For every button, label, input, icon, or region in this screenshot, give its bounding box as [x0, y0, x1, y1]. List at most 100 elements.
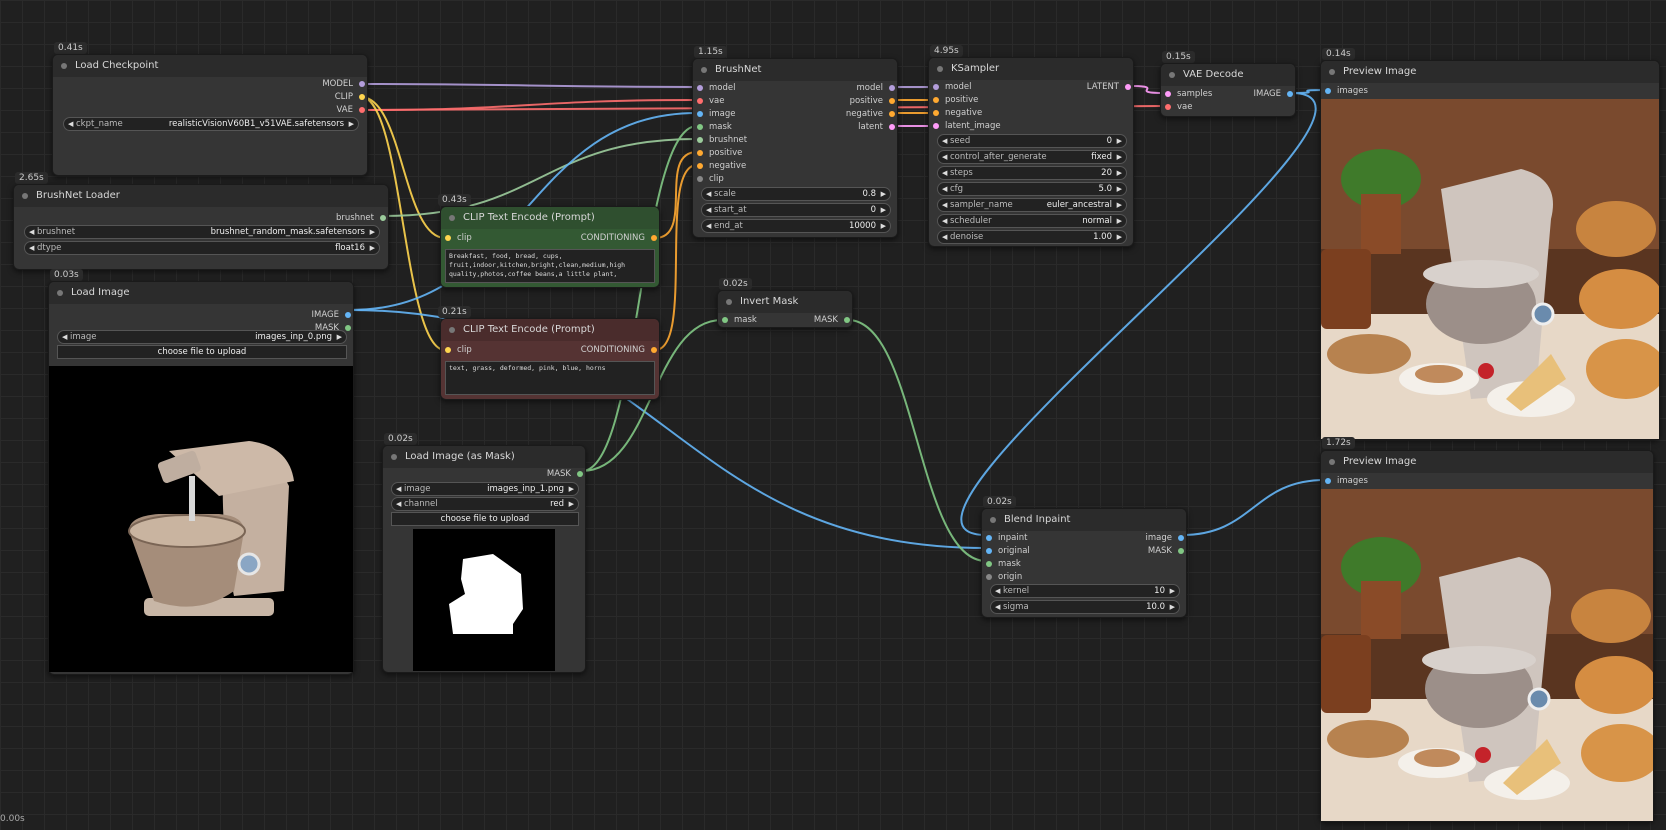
arrow-right-icon[interactable]: ▶: [369, 244, 375, 252]
collapse-dot-icon[interactable]: [449, 327, 455, 333]
arrow-left-icon[interactable]: ◀: [942, 169, 948, 177]
arrow-left-icon[interactable]: ◀: [29, 244, 35, 252]
node-header[interactable]: CLIP Text Encode (Prompt): [441, 207, 659, 229]
link-invertmask-blend[interactable]: [847, 319, 987, 562]
output-mask[interactable]: MASK: [1148, 545, 1184, 557]
output-model[interactable]: MODEL: [322, 78, 365, 90]
node-clip-text-encode-positive[interactable]: CLIP Text Encode (Prompt) clip CONDITION…: [440, 206, 660, 288]
arrow-left-icon[interactable]: ◀: [942, 137, 948, 145]
node-header[interactable]: Load Checkpoint: [53, 55, 367, 77]
arrow-right-icon[interactable]: ▶: [880, 206, 886, 214]
input-original[interactable]: original: [986, 545, 1030, 557]
arrow-left-icon[interactable]: ◀: [942, 185, 948, 193]
collapse-dot-icon[interactable]: [726, 299, 732, 305]
arrow-left-icon[interactable]: ◀: [995, 603, 1001, 611]
slot-dot-icon[interactable]: [933, 123, 939, 129]
node-header[interactable]: VAE Decode: [1161, 64, 1295, 86]
arrow-left-icon[interactable]: ◀: [62, 333, 68, 341]
input-latent-image[interactable]: latent_image: [933, 120, 1001, 132]
arrow-left-icon[interactable]: ◀: [942, 233, 948, 241]
node-header[interactable]: Blend Inpaint: [982, 509, 1186, 531]
input-vae[interactable]: vae: [697, 95, 724, 107]
node-blend-inpaint[interactable]: Blend Inpaint inpaint original mask orig…: [981, 508, 1187, 618]
input-negative[interactable]: negative: [697, 160, 746, 172]
slot-dot-icon[interactable]: [697, 124, 703, 130]
slot-dot-icon[interactable]: [889, 98, 895, 104]
input-model[interactable]: model: [933, 81, 971, 93]
input-positive[interactable]: positive: [697, 147, 742, 159]
arrow-right-icon[interactable]: ▶: [1116, 169, 1122, 177]
node-vae-decode[interactable]: VAE Decode samples vae IMAGE: [1160, 63, 1296, 117]
node-preview-image-1[interactable]: Preview Image images: [1320, 60, 1660, 440]
node-clip-text-encode-negative[interactable]: CLIP Text Encode (Prompt) clip CONDITION…: [440, 318, 660, 400]
arrow-right-icon[interactable]: ▶: [1116, 201, 1122, 209]
input-image[interactable]: image: [697, 108, 735, 120]
input-mask[interactable]: mask: [986, 558, 1021, 570]
output-image[interactable]: image: [1146, 532, 1184, 544]
slot-dot-icon[interactable]: [697, 150, 703, 156]
arrow-right-icon[interactable]: ▶: [1169, 603, 1175, 611]
link-positive-brushnet[interactable]: [654, 151, 698, 239]
slot-dot-icon[interactable]: [359, 81, 365, 87]
input-brushnet[interactable]: brushnet: [697, 134, 747, 146]
arrow-right-icon[interactable]: ▶: [1116, 137, 1122, 145]
output-positive[interactable]: positive: [850, 95, 895, 107]
node-header[interactable]: CLIP Text Encode (Prompt): [441, 319, 659, 341]
collapse-dot-icon[interactable]: [449, 215, 455, 221]
slot-dot-icon[interactable]: [697, 111, 703, 117]
arrow-left-icon[interactable]: ◀: [396, 485, 402, 493]
slot-dot-icon[interactable]: [445, 235, 451, 241]
slot-dot-icon[interactable]: [986, 548, 992, 554]
slot-dot-icon[interactable]: [345, 312, 351, 318]
arrow-right-icon[interactable]: ▶: [880, 222, 886, 230]
node-header[interactable]: BrushNet: [693, 59, 897, 81]
node-header[interactable]: BrushNet Loader: [14, 185, 388, 207]
slot-dot-icon[interactable]: [445, 347, 451, 353]
node-preview-image-2[interactable]: Preview Image images: [1320, 450, 1654, 822]
input-clip[interactable]: clip: [445, 344, 472, 356]
node-header[interactable]: Preview Image: [1321, 451, 1653, 473]
input-origin[interactable]: origin: [986, 571, 1022, 583]
slot-dot-icon[interactable]: [889, 85, 895, 91]
prompt-textarea[interactable]: Breakfast, food, bread, cups, fruit,indo…: [445, 249, 655, 283]
output-model[interactable]: model: [857, 82, 895, 94]
node-brushnet[interactable]: BrushNet model vae image mask brushnet p…: [692, 58, 898, 238]
choose-file-button[interactable]: choose file to upload: [57, 345, 347, 359]
output-clip[interactable]: CLIP: [335, 91, 365, 103]
output-image[interactable]: IMAGE: [312, 309, 351, 321]
slot-dot-icon[interactable]: [844, 317, 850, 323]
output-conditioning[interactable]: CONDITIONING: [581, 232, 657, 244]
node-ksampler[interactable]: KSampler model positive negative latent_…: [928, 57, 1134, 247]
link-image-inpaint[interactable]: [960, 92, 1317, 536]
link-image-preview2[interactable]: [1181, 479, 1326, 536]
input-model[interactable]: model: [697, 82, 735, 94]
input-clip[interactable]: clip: [697, 173, 724, 185]
slot-dot-icon[interactable]: [986, 535, 992, 541]
slot-dot-icon[interactable]: [933, 110, 939, 116]
collapse-dot-icon[interactable]: [391, 454, 397, 460]
arrow-right-icon[interactable]: ▶: [568, 500, 574, 508]
node-invert-mask[interactable]: Invert Mask mask MASK: [717, 290, 853, 328]
collapse-dot-icon[interactable]: [937, 66, 943, 72]
slot-dot-icon[interactable]: [1165, 104, 1171, 110]
arrow-left-icon[interactable]: ◀: [706, 190, 712, 198]
link-brushnet[interactable]: [383, 138, 698, 217]
collapse-dot-icon[interactable]: [22, 193, 28, 199]
arrow-left-icon[interactable]: ◀: [396, 500, 402, 508]
slot-dot-icon[interactable]: [722, 317, 728, 323]
input-inpaint[interactable]: inpaint: [986, 532, 1027, 544]
slot-dot-icon[interactable]: [697, 176, 703, 182]
collapse-dot-icon[interactable]: [1329, 69, 1335, 75]
slot-dot-icon[interactable]: [345, 325, 351, 331]
